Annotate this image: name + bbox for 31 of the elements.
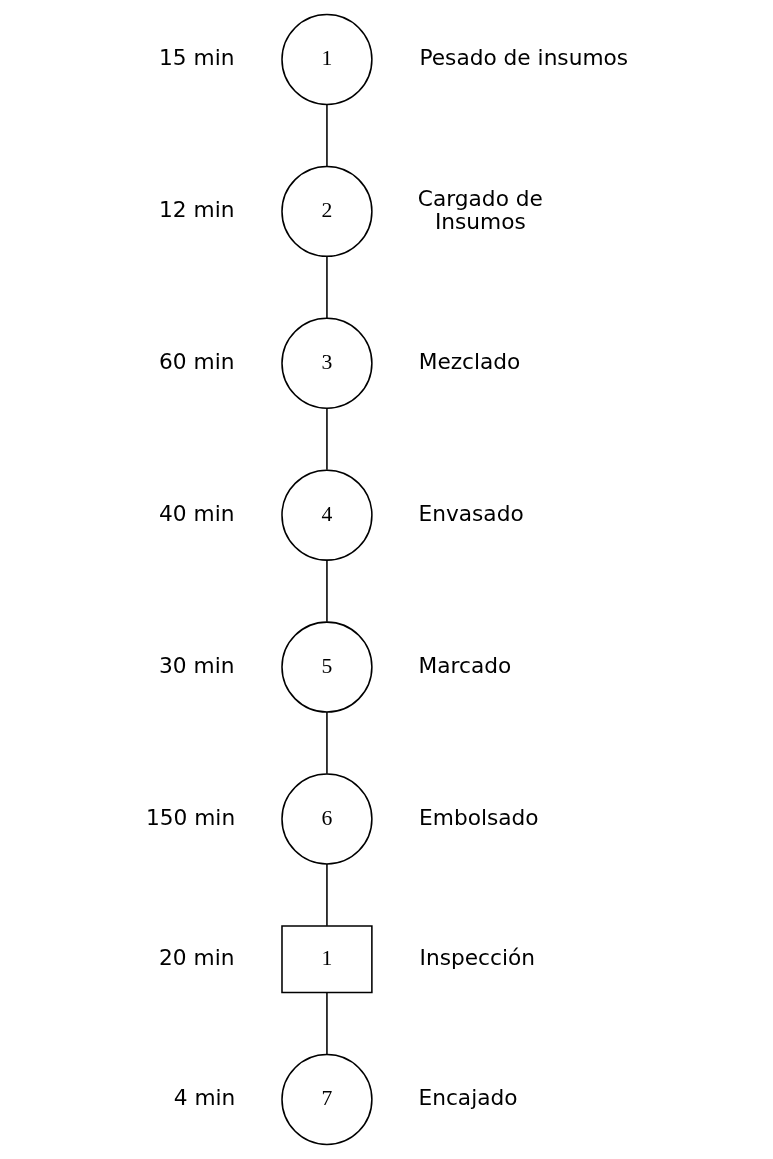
node-circle: 7: [280, 1053, 373, 1146]
node-box: 1: [280, 925, 373, 994]
node-label: 15 min: [158, 45, 234, 71]
node-label: Embolsado: [418, 804, 539, 830]
connector: [325, 559, 328, 623]
node-label: 60 min: [158, 349, 234, 375]
node-label: Mezclado: [418, 349, 520, 375]
node-label: Encajado: [417, 1085, 517, 1111]
connector: [325, 407, 328, 471]
node-label: Marcado: [418, 652, 511, 678]
connector: [325, 991, 328, 1056]
node-label: 20 min: [158, 944, 234, 970]
node-label: Pesado de insumos: [418, 45, 628, 71]
node-circle: 5: [280, 621, 373, 713]
node-label: Inspección: [419, 944, 535, 970]
node-circle: 3: [280, 317, 373, 409]
connector: [325, 863, 328, 927]
node-label: Envasado: [417, 500, 524, 526]
connector: [325, 255, 328, 319]
node-label: 40 min: [158, 500, 234, 526]
node-label: 30 min: [158, 652, 234, 678]
node-label: 4 min: [173, 1085, 235, 1111]
node-label: 12 min: [158, 197, 234, 223]
node-circle: 6: [280, 773, 373, 865]
connector: [325, 711, 328, 775]
node-circle: 1: [280, 13, 373, 106]
node-label: Cargado de Insumos: [417, 185, 543, 234]
node-circle: 2: [280, 165, 373, 258]
node-label: 150 min: [145, 804, 235, 830]
connector: [325, 103, 328, 167]
node-circle: 4: [280, 469, 373, 561]
